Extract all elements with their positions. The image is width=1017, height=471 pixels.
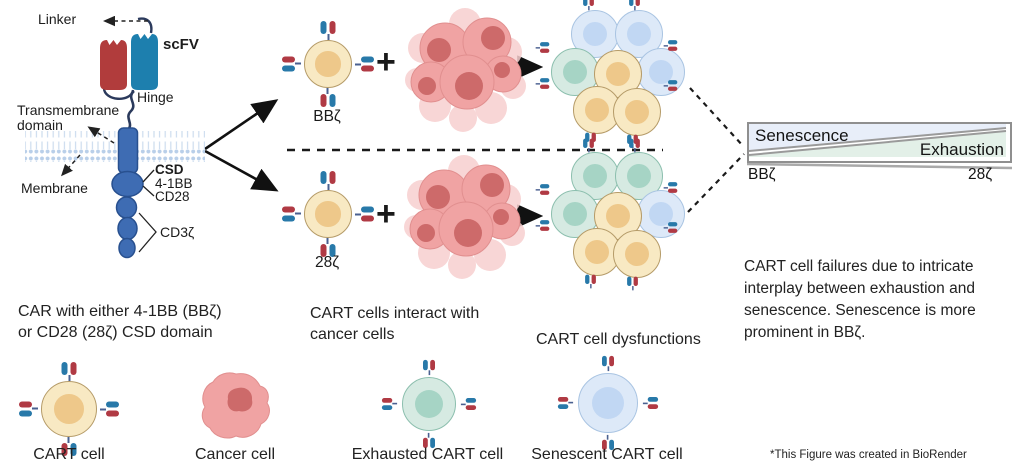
car-receptor-icon bbox=[535, 42, 550, 53]
car-receptor-icon bbox=[320, 171, 336, 190]
car-receptor-icon bbox=[663, 182, 678, 193]
legend-label-cart: CART cell bbox=[33, 446, 105, 463]
car-receptor-icon bbox=[535, 220, 550, 231]
car-receptor-icon bbox=[583, 138, 594, 153]
legend-label-senescent: Senescent CART cell bbox=[531, 446, 683, 463]
cd3z-bracket bbox=[138, 212, 157, 253]
legend-cart-cell bbox=[19, 362, 119, 456]
legend-label-cancer: Cancer cell bbox=[194, 446, 276, 463]
dysfunction-cluster-bbz bbox=[535, 0, 685, 149]
car-receptor-icon bbox=[19, 401, 38, 417]
bar-tag-bbz: BBζ bbox=[748, 166, 776, 183]
car-receptor-icon bbox=[535, 184, 550, 195]
dysfunction-cluster-28z bbox=[535, 138, 685, 291]
car-receptor-icon bbox=[320, 21, 336, 40]
cancer-cell-nucleus bbox=[227, 387, 253, 412]
car-receptor-icon bbox=[61, 362, 77, 381]
car-receptor-icon bbox=[583, 0, 594, 11]
hinge-label: Hinge bbox=[137, 89, 174, 105]
car-receptor-icon bbox=[585, 274, 596, 289]
car-receptor-icon bbox=[460, 398, 477, 410]
cart-cell bbox=[613, 230, 661, 278]
branch-arrow-bottom bbox=[204, 149, 279, 192]
car-caption: CAR with either 4-1BB (BBζ) or CD28 (28ζ… bbox=[18, 303, 222, 341]
cell-nucleus bbox=[54, 394, 84, 424]
cart-cell-28z bbox=[282, 171, 374, 257]
cd3z-segment-3 bbox=[118, 237, 136, 259]
csd-bracket bbox=[142, 169, 155, 197]
cart-cell bbox=[613, 88, 661, 136]
dashed-converge-bottom bbox=[687, 153, 745, 213]
car-receptor-icon bbox=[535, 78, 550, 89]
transmembrane-stalk bbox=[117, 127, 139, 174]
cart-cell-bbz bbox=[282, 21, 374, 107]
cd3z-label: CD3ζ bbox=[160, 224, 195, 240]
car-receptor-icon bbox=[629, 138, 640, 153]
car-receptor-icon bbox=[627, 276, 638, 291]
transmembrane-label: Transmembrane domain bbox=[17, 102, 120, 133]
plus-sign-top: + bbox=[376, 43, 396, 81]
legend-label-exhausted: Exhausted CART cell bbox=[351, 446, 504, 463]
car-receptor-icon bbox=[355, 56, 374, 72]
membrane-bilayer bbox=[25, 131, 205, 162]
branch-arrow-top bbox=[204, 99, 279, 151]
car-receptor-icon bbox=[381, 398, 398, 410]
legend-senescent-cell bbox=[557, 355, 659, 451]
senescence-label: Senescence bbox=[755, 126, 849, 145]
legend-cancer-cell bbox=[201, 372, 270, 439]
car-receptor-icon bbox=[663, 222, 678, 233]
wedge-graphic bbox=[748, 124, 1007, 157]
car-receptor-icon bbox=[642, 397, 659, 409]
car-receptor-icon bbox=[663, 80, 678, 91]
csd-option-cd28: CD28 bbox=[155, 189, 190, 204]
cell-nucleus bbox=[592, 387, 624, 419]
exhausted-cell bbox=[551, 190, 599, 238]
csd-domain-shape bbox=[111, 170, 144, 198]
car-receptor-icon bbox=[629, 0, 640, 11]
car-receptor-icon bbox=[282, 206, 301, 222]
senescence-exhaustion-bar: Senescence Exhaustion bbox=[747, 122, 1012, 163]
scfv-label: scFV bbox=[163, 36, 199, 53]
hinge-curve bbox=[126, 90, 135, 131]
summary-text: CART cell failures due to intricate inte… bbox=[744, 258, 976, 341]
scfv-vh-domain bbox=[100, 40, 127, 90]
car-receptor-icon bbox=[602, 355, 614, 372]
linker-loop bbox=[137, 17, 153, 34]
car-receptor-icon bbox=[282, 56, 301, 72]
cancer-cluster-top bbox=[404, 7, 527, 133]
csd-label: CSD bbox=[155, 162, 184, 177]
dysfunction-caption: CART cell dysfunctions bbox=[536, 331, 701, 348]
cd3z-segment-2 bbox=[117, 216, 138, 241]
cd3z-segment-1 bbox=[115, 196, 138, 219]
bar-tag-28z: 28ζ bbox=[968, 166, 993, 183]
car-receptor-icon bbox=[355, 206, 374, 222]
bar-shadow-line bbox=[746, 162, 1013, 170]
cell-nucleus bbox=[315, 201, 341, 227]
interact-caption: CART cells interact with cancer cells bbox=[310, 305, 480, 343]
csd-option-41bb: 4-1BB bbox=[155, 175, 193, 191]
car-receptor-icon bbox=[100, 401, 119, 417]
car-receptor-icon bbox=[663, 40, 678, 51]
transmembrane-arrow bbox=[87, 126, 115, 144]
linker-label: Linker bbox=[38, 11, 77, 27]
bbz-label: BBζ bbox=[313, 108, 341, 125]
car-receptor-icon bbox=[423, 359, 435, 376]
dashed-converge-top bbox=[689, 87, 745, 148]
legend-exhausted-cell bbox=[381, 359, 477, 449]
28z-label: 28ζ bbox=[314, 254, 340, 271]
cell-nucleus bbox=[414, 389, 444, 419]
plus-sign-bottom: + bbox=[376, 195, 396, 233]
cell-nucleus bbox=[315, 51, 341, 77]
car-receptor-icon bbox=[557, 397, 574, 409]
car-structure-diagram bbox=[25, 15, 205, 259]
biorender-footnote: *This Figure was created in BioRender bbox=[770, 449, 967, 461]
membrane-label: Membrane bbox=[21, 180, 88, 196]
exhaustion-label: Exhaustion bbox=[919, 140, 1004, 159]
cancer-cluster-bottom bbox=[403, 154, 526, 280]
car-receptor-icon bbox=[320, 88, 336, 107]
scfv-vl-domain bbox=[131, 34, 158, 90]
